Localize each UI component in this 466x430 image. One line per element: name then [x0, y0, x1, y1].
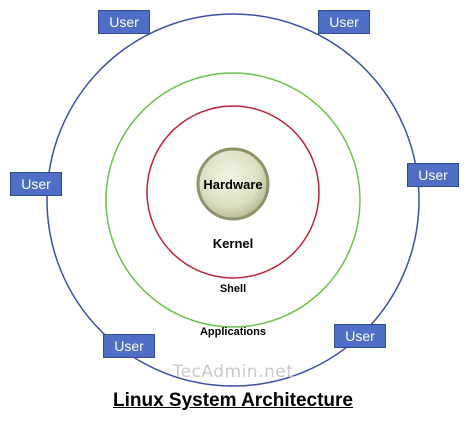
user-box-top-left: User — [98, 10, 150, 34]
user-box-bottom-right: User — [334, 324, 386, 348]
user-box-right: User — [407, 163, 459, 187]
shell-label: Shell — [219, 283, 247, 295]
watermark: TecAdmin.net — [172, 362, 294, 382]
shell-ring — [105, 72, 361, 328]
hardware-label: Hardware — [203, 177, 263, 192]
page-title: Linux System Architecture — [112, 390, 354, 411]
user-box-top-right: User — [318, 10, 370, 34]
user-box-bottom-left: User — [103, 334, 155, 358]
applications-ring — [46, 13, 420, 387]
kernel-ring — [146, 105, 320, 279]
kernel-label: Kernel — [212, 236, 254, 251]
applications-label: Applications — [199, 326, 266, 338]
user-box-left: User — [10, 172, 62, 196]
hardware-core — [196, 147, 270, 221]
